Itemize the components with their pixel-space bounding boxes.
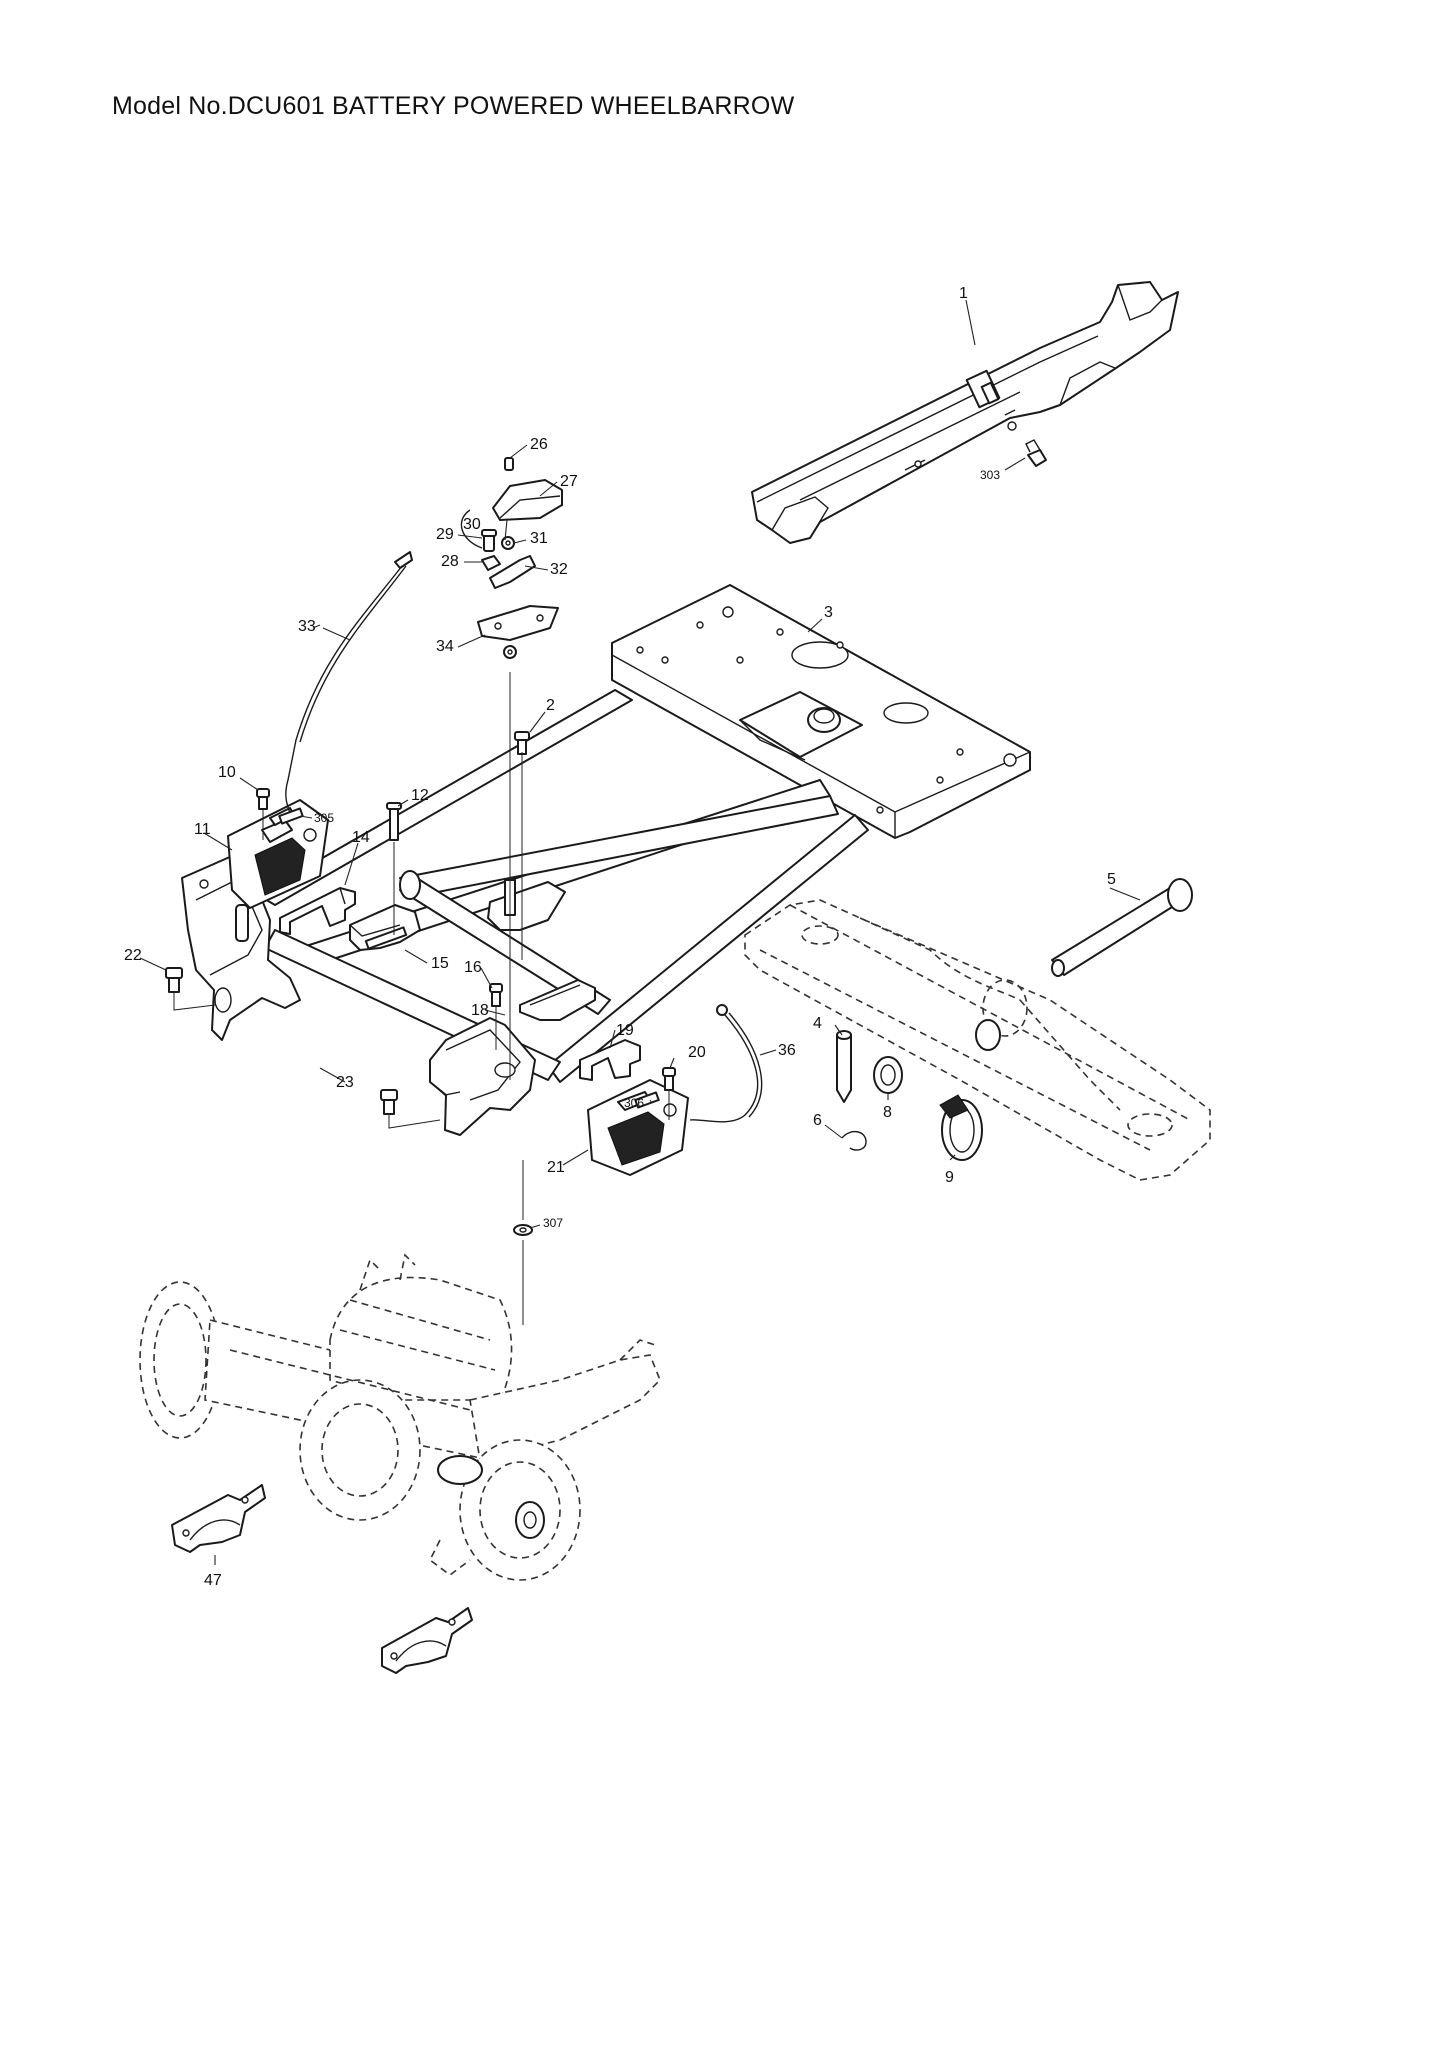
callout-306: 306 xyxy=(624,1096,644,1110)
part-6-clip xyxy=(841,1131,867,1151)
callout-10: 10 xyxy=(218,764,236,781)
part-47-clamp-lower xyxy=(381,1607,473,1674)
bolt-10-shank xyxy=(258,796,268,810)
callout-20: 20 xyxy=(688,1044,706,1061)
bolt-20-shank xyxy=(664,1075,674,1091)
part-303-clip xyxy=(1025,439,1047,467)
part-21-brake-assembly xyxy=(587,1079,689,1176)
bolt-16-shank xyxy=(491,991,501,1007)
callout-307: 307 xyxy=(543,1216,563,1230)
part-4-pin xyxy=(836,1030,852,1103)
bolt-20 xyxy=(662,1067,676,1077)
callout-11: 11 xyxy=(194,821,211,838)
callout-22: 22 xyxy=(124,947,142,964)
reference-frame-ghost xyxy=(744,899,1211,1181)
part-5-pin xyxy=(1051,878,1193,977)
part-19-clamp xyxy=(579,1039,641,1081)
bolt-2-shank xyxy=(517,739,527,755)
callout-36: 36 xyxy=(778,1042,796,1059)
bolt-2 xyxy=(514,731,530,741)
callout-18: 18 xyxy=(471,1002,489,1019)
callout-32: 32 xyxy=(550,561,568,578)
callout-12: 12 xyxy=(411,787,429,804)
callout-5: 5 xyxy=(1107,871,1116,888)
part-47-clamp-upper xyxy=(171,1484,266,1553)
callout-31: 31 xyxy=(530,530,548,547)
leader-lines xyxy=(139,299,1141,1565)
callout-labels: 1 2 3 4 5 6 8 9 10 11 12 14 15 16 18 19 … xyxy=(124,285,1116,1589)
axle-motor-ghost xyxy=(139,1253,661,1581)
part-33-cable xyxy=(285,551,413,821)
callout-19: 19 xyxy=(616,1022,634,1039)
callout-3: 3 xyxy=(824,604,833,621)
callout-16: 16 xyxy=(464,959,482,976)
bolt-22-shank xyxy=(168,977,180,993)
callout-30: 30 xyxy=(463,516,481,533)
bolt-12 xyxy=(389,807,399,841)
callout-2: 2 xyxy=(546,697,555,714)
upper-linkage xyxy=(460,457,563,659)
part-3-deck-plate xyxy=(611,584,1031,839)
part-11-brake-assembly xyxy=(227,799,329,909)
assembly-axes xyxy=(173,672,670,1325)
part-8-washer xyxy=(873,1056,903,1094)
callout-26: 26 xyxy=(530,436,548,453)
right-side-bracket xyxy=(429,1017,536,1136)
bolt-12-head xyxy=(386,802,402,810)
fasteners xyxy=(165,731,676,1236)
part-15-clamp xyxy=(349,904,421,951)
part-36-cable xyxy=(689,1004,763,1123)
bolt-10 xyxy=(256,788,270,798)
callout-28: 28 xyxy=(441,553,459,570)
callout-9: 9 xyxy=(945,1169,954,1186)
callout-33: 33 xyxy=(298,618,316,635)
callout-305: 305 xyxy=(314,811,334,825)
part-1-frame-cover xyxy=(751,281,1179,544)
bolt-23-shank xyxy=(383,1099,395,1115)
callout-34: 34 xyxy=(436,638,454,655)
part-9-hose-clamp xyxy=(939,1094,983,1161)
callout-23: 23 xyxy=(336,1074,354,1091)
callout-29: 29 xyxy=(436,526,454,543)
bolt-23 xyxy=(380,1089,398,1101)
callout-47: 47 xyxy=(204,1572,222,1589)
callout-21: 21 xyxy=(547,1159,565,1176)
callout-1: 1 xyxy=(959,285,968,302)
callout-8: 8 xyxy=(883,1104,892,1121)
left-side-bracket xyxy=(181,855,301,1041)
bolt-22 xyxy=(165,967,183,979)
callout-6: 6 xyxy=(813,1112,822,1129)
callout-27: 27 xyxy=(560,473,578,490)
callout-303: 303 xyxy=(980,468,1000,482)
part-14-clamp xyxy=(279,887,356,935)
callout-14: 14 xyxy=(352,829,370,846)
callout-15: 15 xyxy=(431,955,449,972)
callout-4: 4 xyxy=(813,1015,822,1032)
page-title: Model No.DCU601 BATTERY POWERED WHEELBAR… xyxy=(112,92,795,120)
